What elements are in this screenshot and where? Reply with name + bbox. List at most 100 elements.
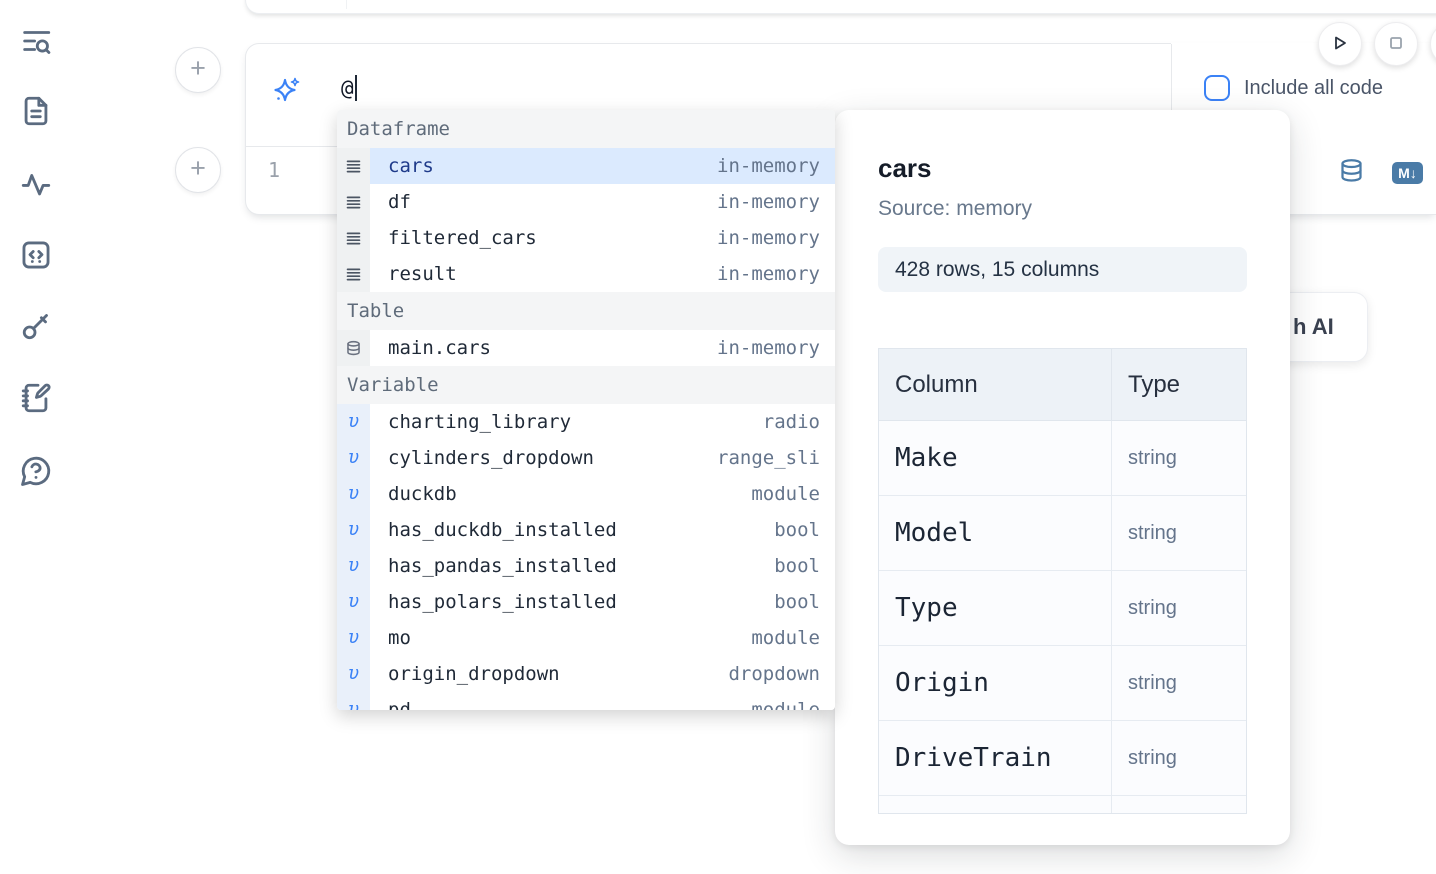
autocomplete-item[interactable]: has_polars_installed bool [337,584,835,620]
autocomplete-item[interactable]: has_pandas_installed bool [337,548,835,584]
item-icon-gutter [337,548,370,584]
autocomplete-section: Table main.cars in-memory [337,292,835,366]
autocomplete-item[interactable]: cylinders_dropdown range_sli [337,440,835,476]
sidebar-item-snippets[interactable] [19,238,53,272]
previous-cell-divider [346,0,347,9]
autocomplete-item[interactable]: df in-memory [337,184,835,220]
item-name: origin_dropdown [388,663,560,685]
column-name-cell: DriveTrain [879,721,1112,795]
schema-table-header: Column Type [879,349,1246,421]
item-name: charting_library [388,411,572,433]
autocomplete-item[interactable]: charting_library radio [337,404,835,440]
include-all-code-checkbox[interactable] [1204,75,1230,101]
item-name: has_duckdb_installed [388,519,617,541]
sidebar-item-tracing[interactable] [19,167,53,201]
sidebar-item-secrets[interactable] [19,309,53,343]
play-icon [1328,31,1352,58]
autocomplete-item[interactable]: duckdb module [337,476,835,512]
list-search-icon [19,31,53,61]
notebook-pen-icon [19,383,53,418]
autocomplete-item[interactable]: main.cars in-memory [337,330,835,366]
autocomplete-popup: Dataframe cars in-memory [337,110,835,710]
stop-icon [1384,31,1408,58]
run-cell-button[interactable] [1318,22,1362,66]
item-detail: radio [762,411,820,433]
item-detail: bool [774,591,820,613]
dataframe-icon [346,268,361,280]
stop-button[interactable] [1374,22,1418,66]
item-detail: in-memory [717,191,820,213]
item-detail: module [751,699,820,710]
item-icon-gutter [337,476,370,512]
autocomplete-item[interactable]: result in-memory [337,256,835,292]
item-icon-gutter [337,256,370,292]
item-icon-gutter [337,656,370,692]
item-icon-gutter [337,440,370,476]
column-type-cell: string [1128,671,1177,694]
item-name: cars [388,155,434,177]
autocomplete-item[interactable]: has_duckdb_installed bool [337,512,835,548]
add-cell-button-top[interactable]: + [175,47,221,93]
item-name: has_pandas_installed [388,555,617,577]
previous-cell-bottom-edge [245,0,1436,14]
item-name: cylinders_dropdown [388,447,594,469]
variable-icon [348,557,359,575]
autocomplete-item[interactable]: origin_dropdown dropdown [337,656,835,692]
column-name-cell: Make [879,421,1112,495]
file-text-icon [19,96,53,131]
variable-icon [348,485,359,503]
include-all-code-label: Include all code [1244,76,1383,99]
plus-icon: + [190,153,206,183]
autocomplete-item[interactable]: pd module [337,692,835,710]
item-detail: in-memory [717,155,820,177]
item-name: df [388,191,411,213]
item-detail: dropdown [728,663,820,685]
sidebar-item-help[interactable] [19,454,53,488]
type-header: Type [1128,370,1181,398]
column-type-cell: string [1128,446,1177,469]
text-cursor [354,75,357,101]
sidebar-item-files[interactable] [19,94,53,128]
prompt-text: @ [341,76,354,100]
autocomplete-section: Dataframe cars in-memory [337,110,835,292]
item-detail: bool [774,519,820,541]
column-type-cell: string [1128,596,1177,619]
autocomplete-item[interactable]: mo module [337,620,835,656]
divider [1171,44,1172,146]
item-detail: in-memory [717,263,820,285]
plus-icon: + [190,53,206,83]
schema-table-row: Type string [879,571,1246,646]
sidebar-item-table-of-contents[interactable] [19,24,53,58]
sidebar-item-scratchpad[interactable] [19,381,53,415]
schema-table-row: Origin string [879,646,1246,721]
item-icon-gutter [337,584,370,620]
code-square-icon [19,241,53,275]
key-icon [19,314,53,346]
column-type-cell: string [1128,521,1177,544]
markdown-icon[interactable]: M↓ [1392,162,1423,184]
item-icon-gutter [337,692,370,710]
autocomplete-section-header: Table [337,292,835,330]
item-detail: in-memory [717,337,820,359]
variable-icon [348,413,359,431]
autocomplete-item[interactable]: cars in-memory [337,148,835,184]
line-number: 1 [268,158,281,182]
add-cell-button-bottom[interactable]: + [175,147,221,193]
ai-prompt-input[interactable]: @ [341,75,357,101]
variable-icon [348,701,359,710]
shape-badge: 428 rows, 15 columns [878,247,1247,292]
item-detail: module [751,483,820,505]
help-chat-icon [19,456,53,491]
dataframe-icon [346,232,361,244]
dataframe-icon [346,160,361,172]
item-detail: in-memory [717,227,820,249]
dataframe-preview-popup: cars Source: memory 428 rows, 15 columns… [835,110,1290,845]
schema-table-row: Model string [879,496,1246,571]
schema-table-row: DriveTrain string [879,721,1246,796]
item-icon-gutter [337,404,370,440]
autocomplete-item[interactable]: filtered_cars in-memory [337,220,835,256]
variable-icon [348,629,359,647]
database-icon[interactable] [1338,158,1365,185]
variable-icon [348,521,359,539]
